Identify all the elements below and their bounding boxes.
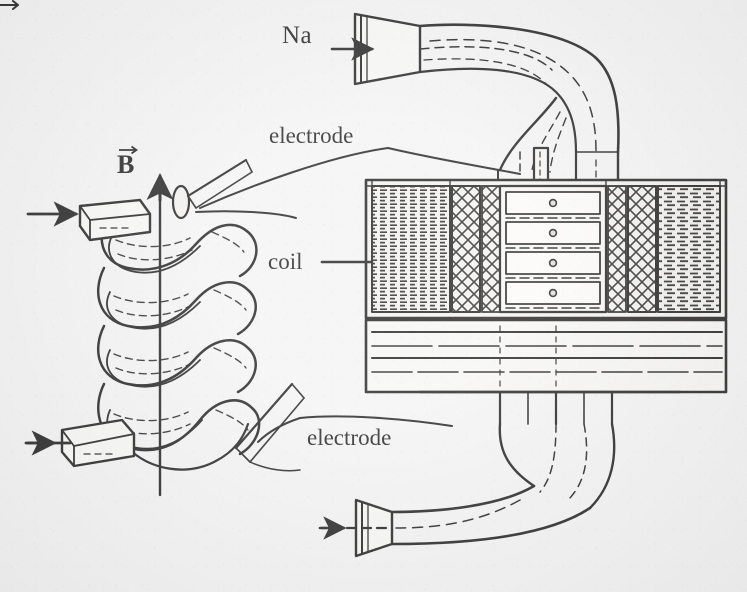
core-strip-left xyxy=(451,185,481,313)
label-electrode-bottom: electrode xyxy=(307,425,392,450)
winding-band-right xyxy=(657,185,721,313)
leader-electrode-top xyxy=(199,147,521,209)
winding-band-left xyxy=(371,185,451,313)
base-block xyxy=(364,318,728,394)
electrode-bar-top xyxy=(186,158,297,219)
vector-bar-icon xyxy=(119,145,138,154)
label-coil: coil xyxy=(268,249,303,274)
duct-layers xyxy=(505,191,601,309)
leader-electrode-bottom xyxy=(257,415,453,443)
core-strip-right xyxy=(627,185,657,313)
vector-arrow-b xyxy=(0,0,19,10)
electrode-bar-bottom xyxy=(234,382,305,472)
electrode-tab-bottom xyxy=(60,418,136,468)
helical-duct xyxy=(96,213,261,471)
magnet-coil-block xyxy=(364,178,728,320)
electrode-tab-top xyxy=(78,198,152,242)
label-field-vector: B xyxy=(117,150,135,179)
outlet-pipe xyxy=(390,484,592,546)
outlet-manifold xyxy=(498,390,616,510)
label-electrode-top: electrode xyxy=(269,123,354,148)
label-inlet: Na xyxy=(282,22,313,49)
field-axis xyxy=(146,173,191,497)
